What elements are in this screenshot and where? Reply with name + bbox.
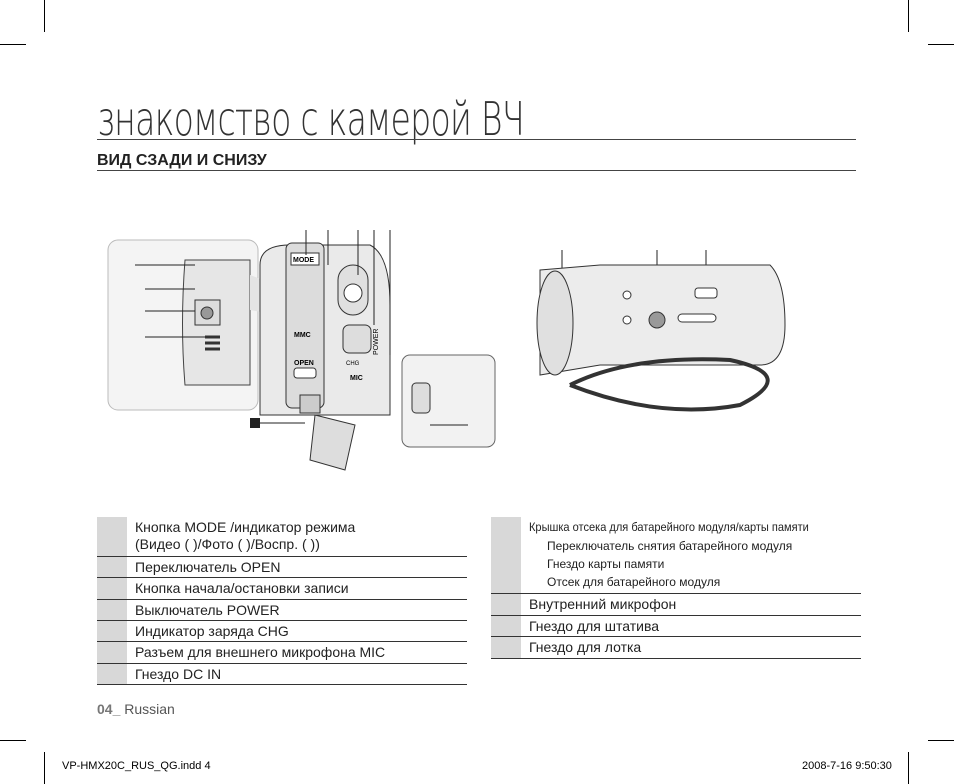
power-label: POWER xyxy=(373,329,380,355)
page-footer: 04_ Russian xyxy=(97,701,175,717)
table-row: Гнездо DC IN xyxy=(97,664,467,685)
file-slug: VP-HMX20C_RUS_QG.indd 4 xyxy=(62,760,211,772)
section-subtitle: ВИД СЗАДИ И СНИЗУ xyxy=(97,152,267,169)
table-row: Крышка отсека для батарейного модуля/кар… xyxy=(491,517,861,594)
table-row: Индикатор заряда CHG xyxy=(97,621,467,642)
row-label: Разъем для внешнего микрофона MIC xyxy=(135,644,386,660)
mode-label: MODE xyxy=(293,257,314,264)
mic-label: MIC xyxy=(350,375,363,382)
row-sublabel: Отсек для батарейного модуля xyxy=(547,575,721,589)
crop-mark xyxy=(44,0,45,32)
crop-mark xyxy=(44,752,45,784)
row-label: Крышка отсека для батарейного модуля/кар… xyxy=(529,520,809,534)
mmc-label: MMC xyxy=(294,332,311,339)
chg-label: CHG xyxy=(346,361,360,367)
table-row: Разъем для внешнего микрофона MIC xyxy=(97,642,467,664)
row-number-cell xyxy=(97,557,127,577)
crop-mark xyxy=(0,44,26,45)
crop-mark xyxy=(928,740,954,741)
row-label: Переключатель OPEN xyxy=(135,559,281,575)
row-number-cell xyxy=(491,517,521,593)
row-label: Кнопка начала/остановки записи xyxy=(135,580,349,596)
title-rule xyxy=(97,139,856,140)
table-row: Внутренний микрофон xyxy=(491,594,861,616)
crop-mark xyxy=(0,740,26,741)
date-slug: 2008-7-16 9:50:30 xyxy=(802,760,892,772)
table-row: Переключатель OPEN xyxy=(97,557,467,578)
crop-mark xyxy=(908,752,909,784)
table-row: Кнопка начала/остановки записи xyxy=(97,578,467,600)
table-row: Кнопка MODE /индикатор режима (Видео ( )… xyxy=(97,517,467,557)
row-number-cell xyxy=(97,600,127,620)
crop-mark xyxy=(908,0,909,32)
crop-mark xyxy=(928,44,954,45)
page-title: знакомство с камерой ВЧ xyxy=(97,92,525,146)
row-number-cell xyxy=(491,594,521,615)
page-number: 04_ xyxy=(97,701,121,717)
row-number-cell xyxy=(97,664,127,684)
open-label: OPEN xyxy=(294,360,314,367)
left-legend-table: Кнопка MODE /индикатор режима (Видео ( )… xyxy=(97,517,467,685)
table-row: Выключатель POWER xyxy=(97,600,467,621)
table-row: Гнездо для лотка xyxy=(491,637,861,659)
row-label: Гнездо для лотка xyxy=(529,639,642,655)
row-label-line2: (Видео ( )/Фото ( )/Воспр. ( )) xyxy=(135,536,320,552)
row-number-cell xyxy=(97,621,127,641)
table-row: Гнездо для штатива xyxy=(491,616,861,637)
right-legend-table: Крышка отсека для батарейного модуля/кар… xyxy=(491,517,861,659)
row-sublabel: Переключатель снятия батарейного модуля xyxy=(547,539,793,553)
row-number-cell xyxy=(97,578,127,599)
row-label: Гнездо DC IN xyxy=(135,666,222,682)
row-number-cell xyxy=(491,616,521,636)
row-label: Выключатель POWER xyxy=(135,602,280,618)
page-language: Russian xyxy=(124,701,175,717)
row-sublabel: Гнездо карты памяти xyxy=(547,557,665,571)
row-label: Кнопка MODE /индикатор режима xyxy=(135,519,356,535)
row-number-cell xyxy=(97,517,127,556)
row-label: Индикатор заряда CHG xyxy=(135,623,289,639)
camera-diagram: MODE MMC OPEN POWER CHG MIC xyxy=(107,230,786,471)
row-number-cell xyxy=(491,637,521,658)
subtitle-rule xyxy=(97,170,856,171)
row-number-cell xyxy=(97,642,127,663)
row-label: Внутренний микрофон xyxy=(529,596,677,612)
row-label: Гнездо для штатива xyxy=(529,618,660,634)
